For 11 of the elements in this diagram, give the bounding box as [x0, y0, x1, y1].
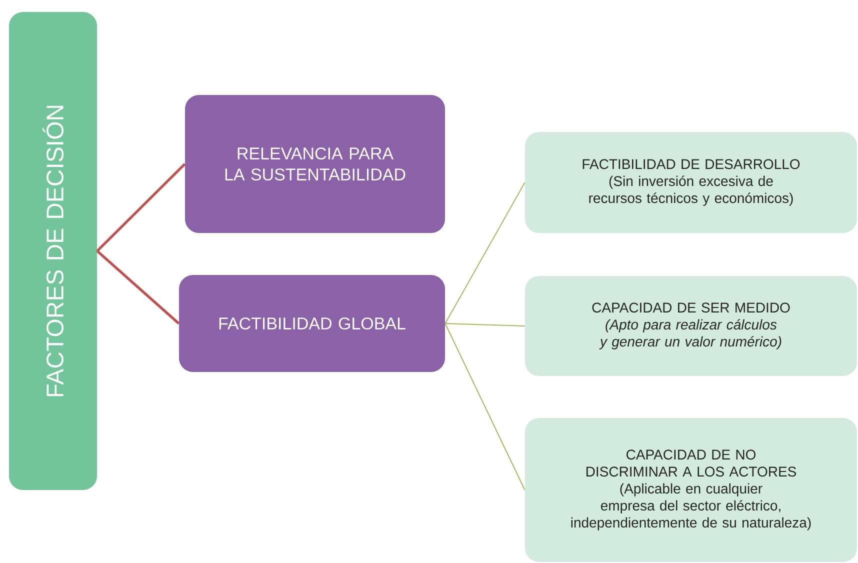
criterion-box: CAPACIDAD DE NO DISCRIMINAR A LOS ACTORES (Aplicable en cualquier empresa del sector eléctrico, independientemente de su naturaleza) [525, 418, 857, 562]
title-bar: FACTORES DE DECISIÓN [9, 12, 97, 490]
connector-line [444, 323, 526, 490]
category-box: FACTIBILIDAD GLOBAL [179, 275, 445, 372]
category-box: RELEVANCIA PARA LA SUSTENTABILIDAD [185, 95, 445, 233]
connector-line [444, 323, 526, 326]
criterion-box: FACTIBILIDAD DE DESARROLLO (Sin inversión excesiva de recursos técnicos y económicos) [525, 132, 857, 233]
connector-line [96, 163, 186, 252]
criterion-box: CAPACIDAD DE SER MEDIDO (Apto para realizar cálculos y generar un valor numérico) [525, 276, 857, 376]
connector-line [444, 182, 526, 324]
connector-line [96, 250, 180, 324]
